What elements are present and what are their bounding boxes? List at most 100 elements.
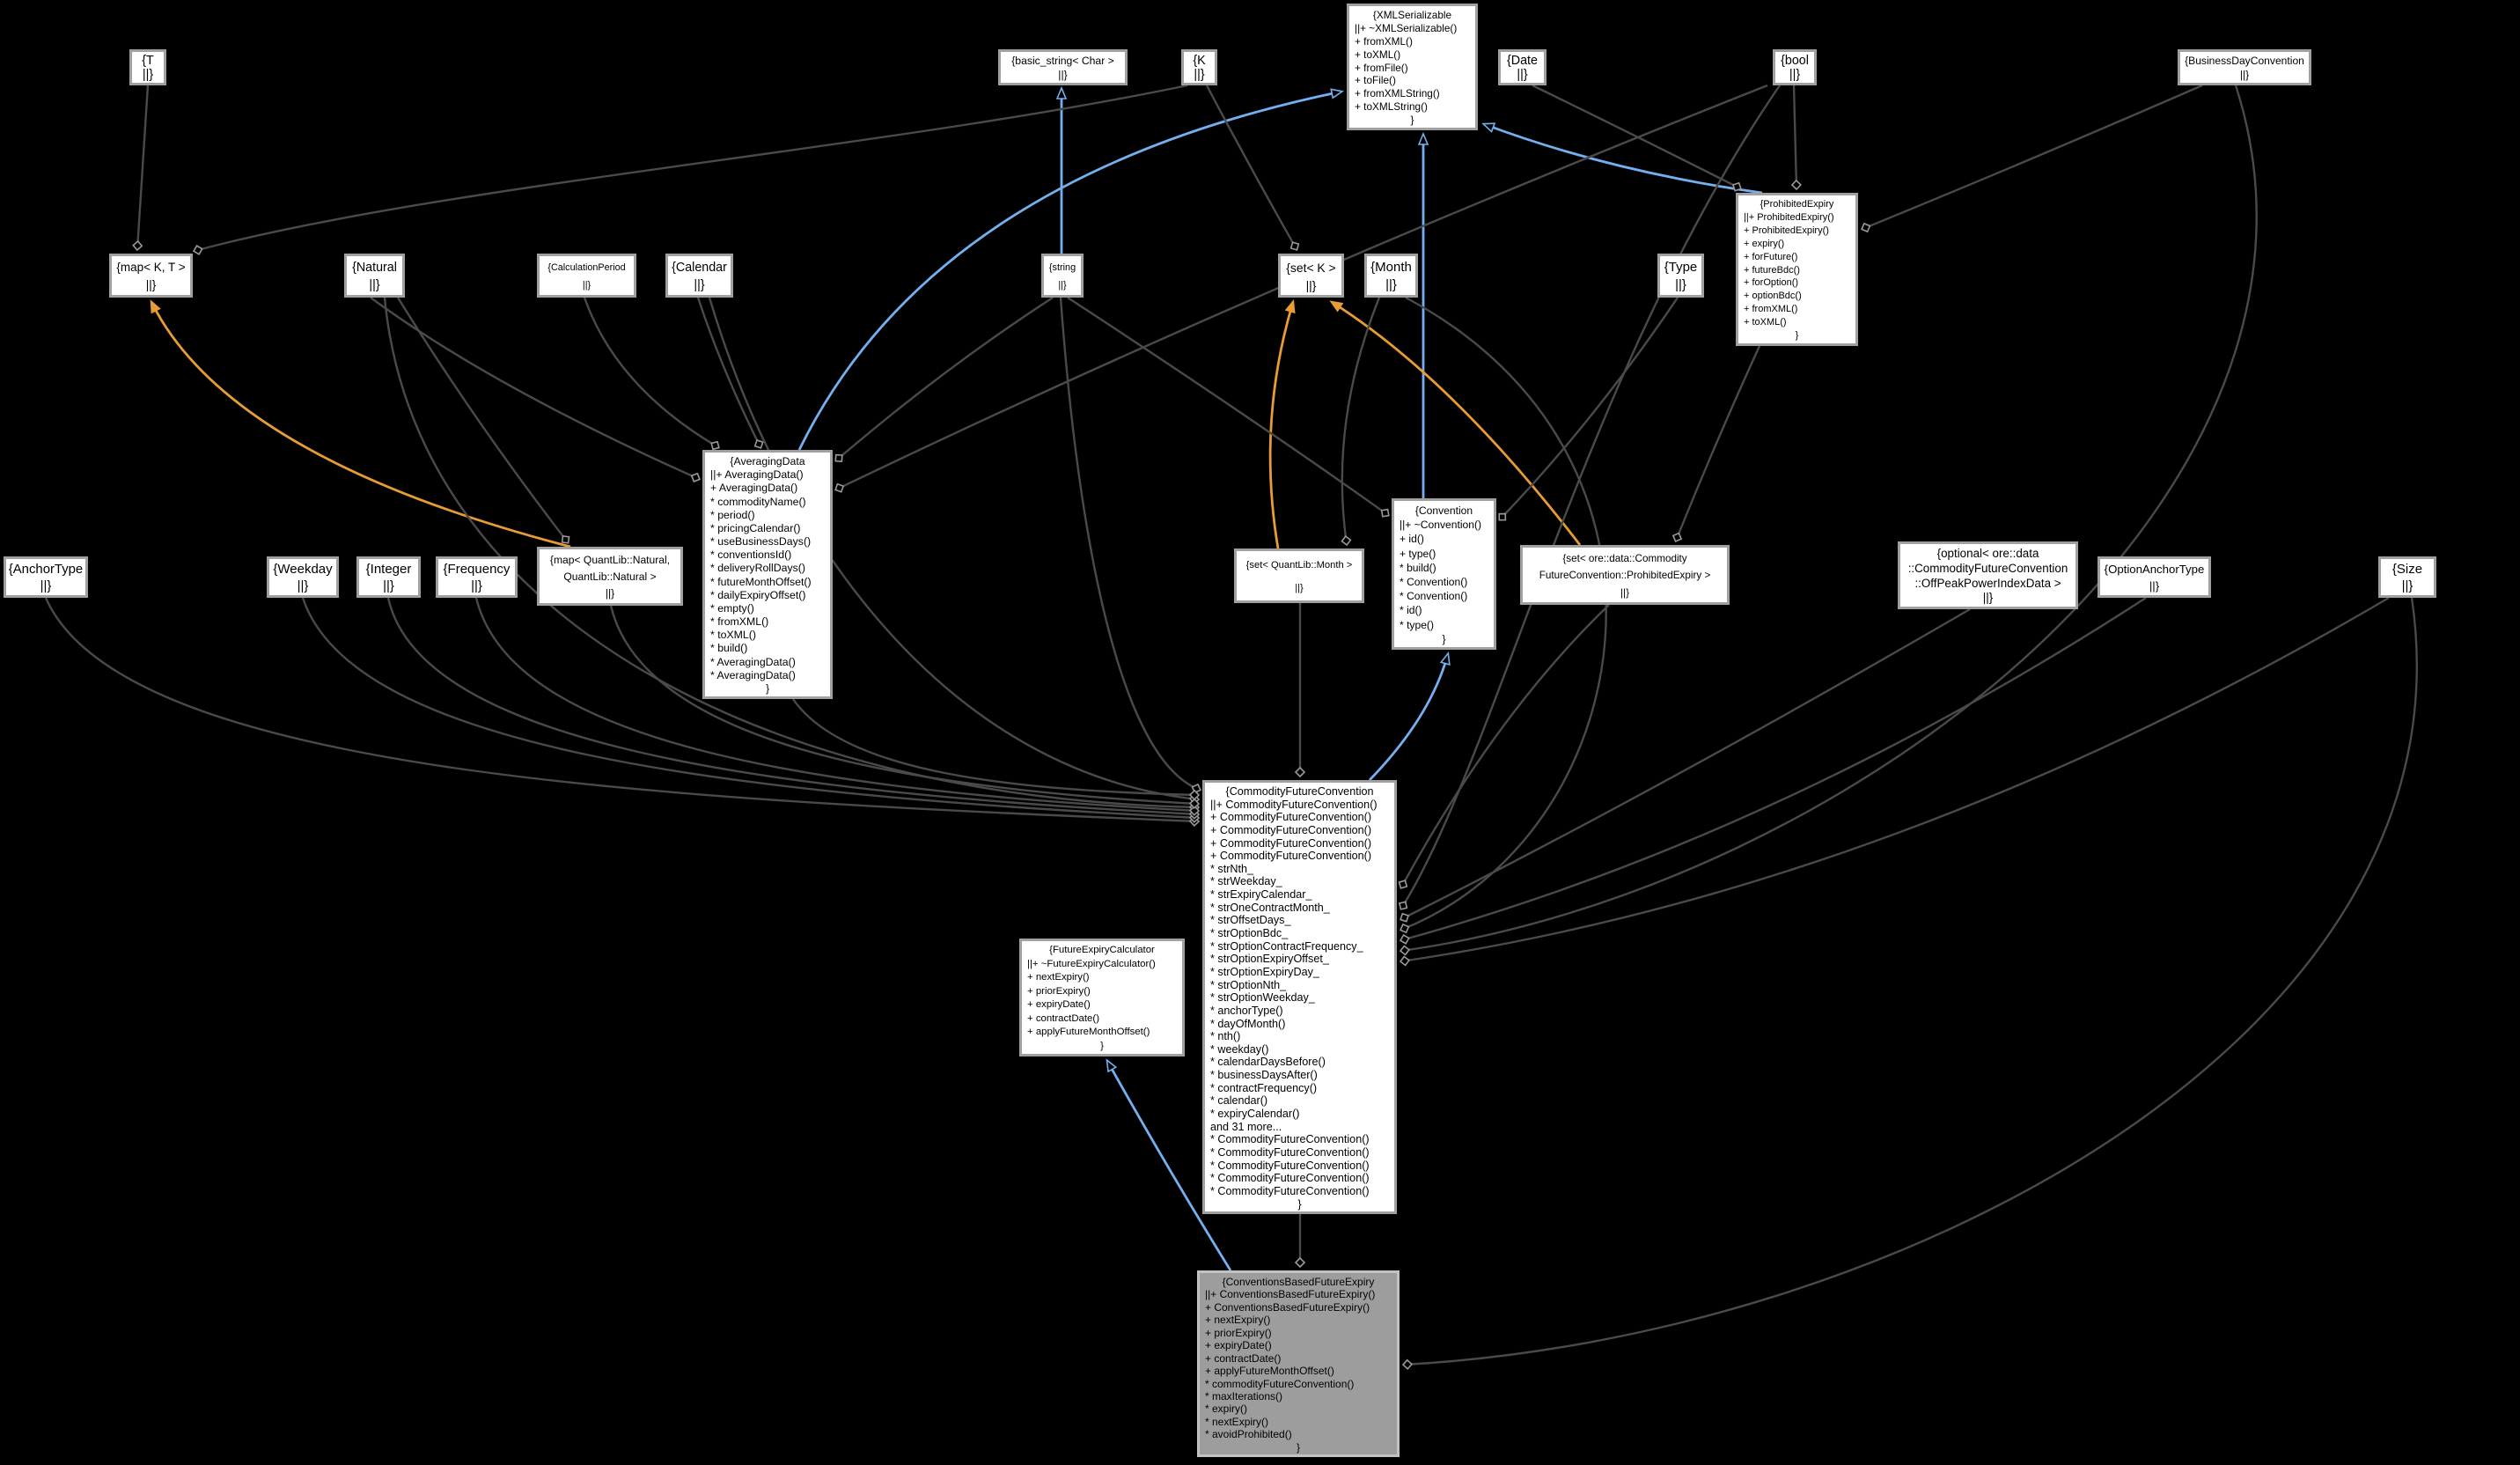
node-anchortype[interactable]: {AnchorType||}	[4, 556, 88, 598]
class-name-line: {AveragingData	[730, 455, 805, 467]
node-optional_offpeak[interactable]: {optional< ore::data::CommodityFutureCon…	[1898, 541, 2078, 609]
node-string[interactable]: {string||}	[1041, 254, 1084, 298]
edge-member-bool-prohibitedexpiry	[1794, 85, 1796, 188]
class-member-line: ||}	[2401, 578, 2413, 593]
class-name-line: {optional< ore::data	[1936, 547, 2039, 560]
node-map_kt[interactable]: {map< K, T >||}	[109, 254, 193, 298]
node-t[interactable]: {T||}	[129, 49, 166, 85]
class-name-line: {Convention	[1414, 504, 1473, 517]
class-member-line: ||+ CommodityFutureConvention()	[1210, 798, 1378, 811]
class-member-line: ||}	[1058, 280, 1067, 291]
edge-member-prohibitedexpiry-set_prohibited	[1676, 345, 1761, 541]
class-member-line: * expiry()	[1205, 1402, 1248, 1416]
node-month[interactable]: {Month ||}	[1364, 254, 1418, 298]
node-xmlserializable[interactable]: {XMLSerializable||+ ~XMLSerializable() + …	[1347, 4, 1478, 130]
edge-member-k-map_kt	[195, 84, 1188, 251]
class-member-line: * nth()	[1210, 1030, 1241, 1043]
class-name-line: {Type	[1664, 260, 1698, 275]
class-member-line: + fromXMLString()	[1355, 87, 1440, 100]
class-member-line: ||}	[1620, 586, 1629, 599]
class-member-line: ||+ ConventionsBasedFutureExpiry()	[1205, 1288, 1376, 1301]
class-member-line: * anchorType()	[1210, 1004, 1283, 1017]
edge-member-natural-map_natural	[396, 297, 568, 542]
class-member-line: * AveragingData()	[710, 668, 796, 681]
class-name-line: {AnchorType	[8, 563, 84, 577]
node-date[interactable]: {Date||}	[1498, 49, 1547, 85]
class-member-line: ||}	[1385, 277, 1397, 292]
class-name-line: {set< QuantLib::Month >	[1245, 560, 1353, 571]
class-member-line: ||}	[1789, 67, 1801, 82]
class-member-line: ||}	[582, 280, 591, 291]
class-member-line: + AveragingData()	[710, 482, 798, 495]
class-member-line: * type()	[1400, 618, 1434, 631]
class-member-line: * maxIterations()	[1205, 1389, 1283, 1402]
class-member-line: ||+ ~XMLSerializable()	[1355, 21, 1458, 34]
class-name-line: {Month	[1370, 260, 1412, 275]
node-k[interactable]: {K||}	[1181, 49, 1217, 85]
node-weekday[interactable]: {Weekday||}	[267, 556, 339, 598]
node-set_k[interactable]: {set< K >||}	[1278, 254, 1344, 298]
class-member-line: * strOptionBdc_	[1210, 927, 1289, 940]
node-fec[interactable]: {FutureExpiryCalculator||+ ~FutureExpiry…	[1019, 939, 1185, 1056]
class-member-line: * conventionsId()	[710, 548, 792, 562]
edge-member-bdc-cfc	[1401, 85, 2258, 951]
node-cfc[interactable]: {CommodityFutureConvention||+ CommodityF…	[1202, 780, 1397, 1214]
class-member-line: ||}	[145, 278, 157, 291]
node-frequency[interactable]: {Frequency||}	[436, 556, 518, 598]
node-cbfe[interactable]: {ConventionsBasedFutureExpiry||+ Convent…	[1197, 1270, 1400, 1457]
class-member-line: + fromXML()	[1744, 304, 1798, 315]
edge-member-bool-averagingdata	[836, 84, 1768, 490]
node-convention[interactable]: {Convention||+ ~Convention()+ id()+ type…	[1392, 498, 1496, 650]
class-name-line: {XMLSerializable	[1372, 9, 1452, 21]
node-natural[interactable]: {Natural||}	[344, 254, 405, 298]
edge-member-natural-averagingdata	[370, 297, 699, 479]
class-member-line: + expiryDate()	[1027, 999, 1091, 1010]
class-name-line: {Frequency	[443, 562, 511, 577]
class-member-line: * deliveryRollDays()	[710, 562, 805, 575]
class-name-line: {map< QuantLib::Natural,	[549, 554, 671, 566]
class-member-line: + futureBdc()	[1744, 264, 1800, 276]
node-bool[interactable]: {bool||}	[1773, 49, 1817, 85]
edge-member-string-averagingdata	[836, 296, 1054, 460]
edge-member-set_prohibited-cfc	[1401, 604, 1610, 887]
edge-member-frequency-cfc	[474, 597, 1198, 811]
edge-member-optional_offpeak-cfc	[1401, 607, 1971, 919]
class-member-line: * weekday()	[1210, 1042, 1269, 1056]
class-member-line: + forFuture()	[1744, 251, 1798, 262]
node-prohibitedexpiry[interactable]: {ProhibitedExpiry||+ ProhibitedExpiry()+…	[1736, 193, 1858, 346]
class-name-line: {Size	[2391, 562, 2423, 577]
class-name-line: {Calendar	[672, 261, 727, 275]
node-set_month[interactable]: {set< QuantLib::Month >||}	[1234, 548, 1364, 603]
node-basic_string[interactable]: {basic_string< Char >||}	[998, 49, 1128, 85]
class-member-line: * commodityName()	[710, 495, 806, 508]
node-calcperiod[interactable]: {CalculationPeriod ||}	[537, 254, 636, 298]
class-name-line: {set< ore::data::Commodity	[1562, 553, 1687, 564]
class-member-line: ||}	[1058, 68, 1068, 81]
edge-member-size-cbfe	[1404, 597, 2418, 1365]
edge-template-set_prohibited-set_k	[1332, 302, 1582, 546]
node-optionanchortype[interactable]: {OptionAnchorType||}	[2098, 556, 2211, 598]
node-map_natural[interactable]: {map< QuantLib::Natural,QuantLib::Natura…	[537, 547, 683, 606]
edge-member-date-prohibitedexpiry	[1532, 84, 1740, 188]
class-member-line: + toXML()	[1355, 48, 1401, 61]
class-name-line: {CalculationPeriod	[547, 262, 626, 273]
node-calendar[interactable]: {Calendar||}	[665, 254, 733, 298]
class-member-line: ||}	[383, 578, 394, 593]
edge-template-map_natural-map_kt	[151, 302, 571, 548]
class-member-line: + toXMLString()	[1355, 100, 1428, 114]
class-member-line: * strOffsetDays_	[1210, 914, 1291, 927]
node-size[interactable]: {Size||}	[2378, 556, 2436, 598]
class-member-line: + toFile()	[1355, 74, 1396, 87]
class-name-line: {bool	[1781, 54, 1809, 68]
class-member-line: }	[1410, 114, 1414, 127]
class-member-line: ||+ AveragingData()	[710, 468, 804, 482]
class-name-line: {ProhibitedExpiry	[1760, 199, 1834, 210]
class-member-line: ||}	[2149, 578, 2160, 593]
node-integer[interactable]: {Integer||}	[356, 556, 421, 598]
class-member-line: + expiry()	[1744, 238, 1785, 249]
node-bdc[interactable]: {BusinessDayConvention||}	[2178, 49, 2311, 85]
class-member-line: ||}	[1675, 277, 1686, 292]
node-averagingdata[interactable]: {AveragingData||+ AveragingData()+ Avera…	[702, 450, 833, 699]
node-type[interactable]: {Type ||}	[1657, 254, 1704, 298]
